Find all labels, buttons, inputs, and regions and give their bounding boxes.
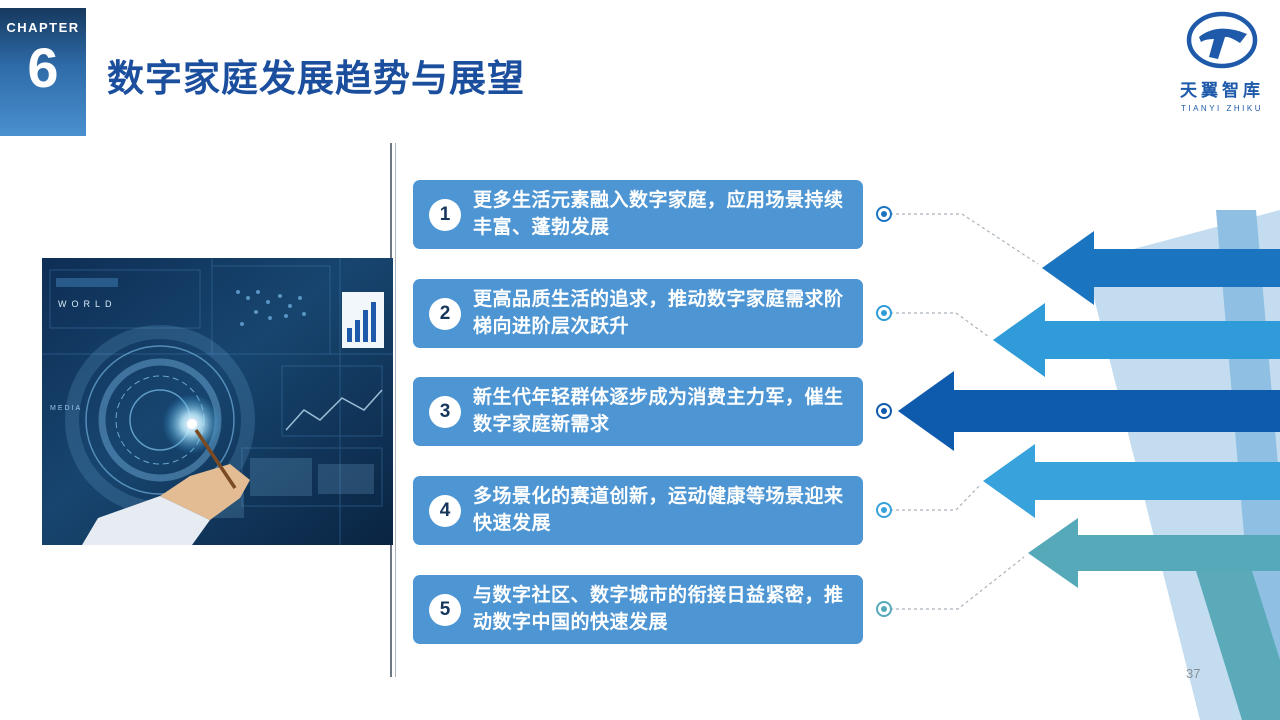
trend-text-3: 新生代年轻群体逐步成为消费主力军，催生数字家庭新需求 — [473, 386, 844, 435]
trend-text-2: 更高品质生活的追求，推动数字家庭需求阶梯向进阶层次跃升 — [473, 288, 844, 337]
trend-arrow-4 — [983, 444, 1280, 518]
trend-item-3: 3 新生代年轻群体逐步成为消费主力军，催生数字家庭新需求 — [413, 377, 863, 446]
trend-arrow-1 — [1042, 231, 1280, 305]
trend-arrow-5 — [1028, 518, 1280, 588]
connector-line-4 — [884, 483, 982, 511]
brand-logo: 天翼智库 TIANYI ZHIKU — [1160, 10, 1280, 113]
trend-item-5: 5 与数字社区、数字城市的衔接日益紧密，推动数字中国的快速发展 — [413, 575, 863, 644]
logo-name-cn: 天翼智库 — [1180, 81, 1264, 100]
ribbon-medium — [1216, 210, 1280, 720]
connector-dot-1 — [876, 206, 892, 222]
connector-dot-2 — [876, 305, 892, 321]
trend-number-3: 3 — [439, 400, 451, 422]
trend-number-4: 4 — [439, 499, 451, 521]
connector-dot-3 — [876, 403, 892, 419]
connector-line-5 — [884, 556, 1025, 610]
digital-home-photo: WORLD MEDIA — [42, 258, 393, 545]
trend-item-1: 1 更多生活元素融入数字家庭，应用场景持续丰富、蓬勃发展 — [413, 180, 863, 249]
trend-number-badge-1: 1 — [429, 198, 461, 231]
trend-number-badge-2: 2 — [429, 297, 461, 330]
trend-number-2: 2 — [439, 302, 451, 324]
trend-number-badge-5: 5 — [429, 593, 461, 626]
vertical-divider-thin — [395, 143, 396, 677]
photo-bar-chart — [347, 302, 376, 342]
connector-line-2 — [884, 312, 990, 338]
trend-arrow-2 — [993, 303, 1280, 377]
photo-label-media: MEDIA — [50, 405, 82, 412]
photo-glow-core — [187, 419, 197, 429]
photo-hand — [82, 429, 250, 545]
page-number: 37 — [1186, 666, 1201, 681]
connector-dot-5 — [876, 601, 892, 617]
photo-header-bar — [56, 278, 118, 287]
trend-number-5: 5 — [439, 598, 451, 620]
connector-line-1 — [884, 213, 1039, 265]
connector-dot-core-5 — [881, 606, 887, 612]
trend-number-1: 1 — [439, 203, 451, 225]
trend-text-4: 多场景化的赛道创新，运动健康等场景迎来快速发展 — [473, 485, 844, 534]
trend-number-badge-4: 4 — [429, 494, 461, 527]
connector-dot-core-1 — [881, 211, 887, 217]
connector-dot-4 — [876, 502, 892, 518]
logo-name-en: TIANYI ZHIKU — [1180, 104, 1263, 113]
trend-arrow-3 — [898, 371, 1280, 451]
chapter-label: CHAPTER — [6, 20, 80, 35]
chapter-badge: CHAPTER 6 — [0, 8, 86, 136]
chapter-number: 6 — [27, 36, 59, 99]
connector-dot-core-4 — [881, 507, 887, 513]
connector-dot-core-3 — [881, 408, 887, 414]
photo-map-dots — [236, 290, 306, 326]
trend-text-5: 与数字社区、数字城市的衔接日益紧密，推动数字中国的快速发展 — [473, 584, 844, 633]
ribbon-teal — [1196, 571, 1280, 720]
page-title: 数字家庭发展趋势与展望 — [107, 58, 525, 99]
logo-mark-icon — [1186, 11, 1258, 69]
trend-text-1: 更多生活元素融入数字家庭，应用场景持续丰富、蓬勃发展 — [473, 189, 844, 238]
trend-item-2: 2 更高品质生活的追求，推动数字家庭需求阶梯向进阶层次跃升 — [413, 279, 863, 348]
trend-item-4: 4 多场景化的赛道创新，运动健康等场景迎来快速发展 — [413, 476, 863, 545]
ribbon-pale — [1085, 210, 1280, 720]
photo-label-world: WORLD — [58, 299, 117, 309]
trend-number-badge-3: 3 — [429, 395, 461, 428]
connector-dot-core-2 — [881, 310, 887, 316]
photo-line-chart — [285, 389, 383, 431]
